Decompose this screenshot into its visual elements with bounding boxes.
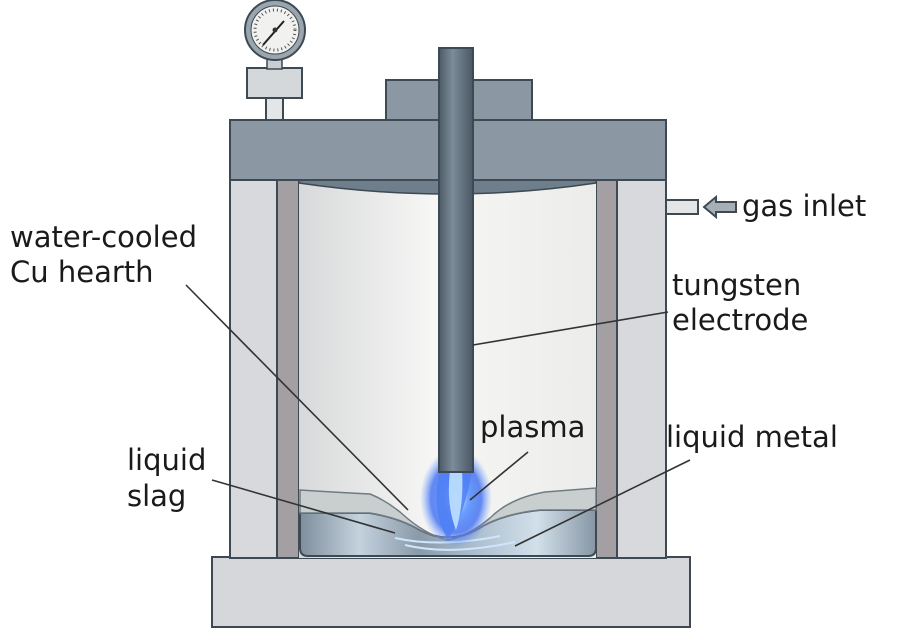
tungsten-electrode bbox=[438, 47, 474, 473]
leader-lines bbox=[185, 284, 691, 547]
label-electrode-line2: electrode bbox=[672, 303, 808, 337]
gauge-stem bbox=[265, 95, 284, 121]
plasma-core bbox=[448, 470, 463, 530]
furnace-base bbox=[211, 556, 691, 628]
gas-inlet-pipe bbox=[665, 199, 699, 215]
liquid-slag-layer bbox=[299, 487, 597, 541]
gauge-block bbox=[246, 67, 303, 99]
label-electrode-line1: tungsten bbox=[672, 268, 801, 302]
label-hearth-line1: water-cooled bbox=[10, 220, 197, 254]
label-hearth-line2: Cu hearth bbox=[10, 255, 154, 289]
label-gas-inlet: gas inlet bbox=[742, 189, 866, 223]
label-slag-line2: slag bbox=[127, 479, 186, 513]
gas-inlet-arrow-icon bbox=[702, 194, 737, 220]
pressure-gauge-icon bbox=[244, 0, 306, 61]
label-liquid-metal: liquid metal bbox=[666, 420, 838, 454]
label-slag-line1: liquid bbox=[127, 443, 206, 477]
label-plasma: plasma bbox=[480, 410, 585, 444]
